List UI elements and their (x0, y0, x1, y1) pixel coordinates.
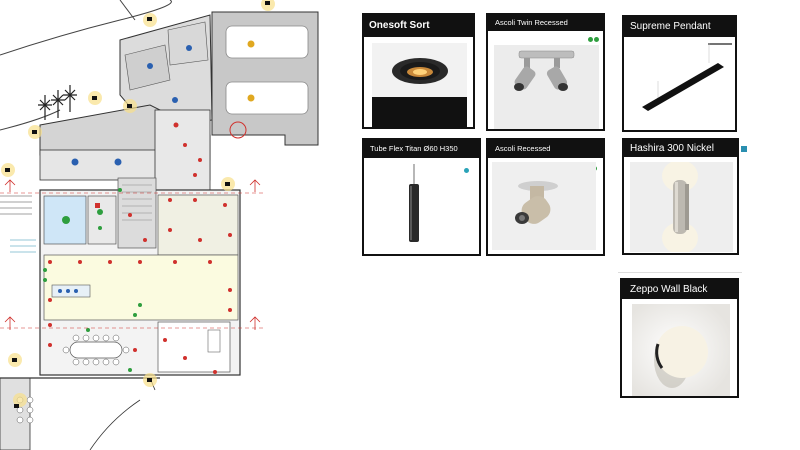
stair-steps (122, 184, 152, 221)
product-card-ascoli-recessed[interactable]: Ascoli Recessed (486, 138, 605, 256)
dining-chairs (62, 334, 130, 366)
fixture-square (95, 203, 100, 208)
fixture-dot (58, 289, 62, 293)
fixture-dot (186, 45, 192, 51)
product-card-zeppo-wall-black[interactable]: Zeppo Wall Black (620, 278, 739, 398)
marker-square (741, 146, 747, 152)
fixture-dots-green (43, 188, 142, 372)
product-image-disc-wall-light (632, 304, 730, 396)
product-card-ascoli-twin-recessed[interactable]: Ascoli Twin Recessed (486, 13, 605, 131)
fixture-dots-red (48, 143, 232, 374)
section-divider (618, 272, 742, 273)
product-image-twin-spot (494, 45, 599, 129)
product-image-tube-pendant (384, 164, 454, 254)
product-card-supreme-pendant[interactable]: Supreme Pendant (622, 15, 737, 132)
product-title: Onesoft Sort (364, 15, 473, 37)
annotation-circle (229, 121, 247, 139)
product-image-spot (492, 162, 596, 250)
fixture-dot (172, 97, 178, 103)
fixture-dot (62, 216, 70, 224)
section-marker (4, 179, 261, 330)
fixture-dot (71, 158, 79, 166)
fixture-dot (74, 289, 78, 293)
product-image-wall-cylinder (630, 162, 733, 252)
hall-room (154, 109, 211, 191)
fixture-dot (173, 122, 179, 128)
outdoor-lights (1, 0, 275, 408)
product-title: Hashira 300 Nickel (624, 140, 737, 157)
product-title: Zeppo Wall Black (622, 280, 737, 299)
product-title: Ascoli Recessed (488, 140, 603, 158)
fixture-dot (114, 158, 122, 166)
marker-dot (594, 37, 599, 42)
marker-dot (464, 168, 469, 173)
fixture-dot (247, 40, 255, 48)
product-card-tube-flex-titan[interactable]: Tube Flex Titan Ø60 H350 (362, 138, 481, 256)
product-title: Ascoli Twin Recessed (488, 15, 603, 31)
road-line (119, 0, 136, 21)
terrace-outline (30, 377, 156, 450)
room-closet (167, 21, 209, 66)
product-image-linear-pendant (630, 41, 733, 129)
tree-icon (38, 85, 77, 120)
car-slot (225, 25, 309, 59)
fixture-dot (97, 209, 103, 215)
marker-dot (588, 37, 593, 42)
dining-table (69, 341, 123, 359)
bottom-room (0, 377, 31, 450)
entry-steps (0, 195, 32, 215)
room-bathroom (87, 195, 117, 245)
fixture-dot (147, 63, 153, 69)
arrow-markers (10, 239, 36, 253)
floor-plan (0, 0, 319, 450)
product-title: Supreme Pendant (624, 17, 735, 37)
product-title: Tube Flex Titan Ø60 H350 (364, 140, 479, 158)
road-line (0, 109, 61, 131)
car-slot (225, 81, 309, 115)
product-card-hashira-300-nickel[interactable]: Hashira 300 Nickel (622, 138, 747, 255)
sofa (207, 329, 221, 353)
fixture-dot (247, 94, 255, 102)
road-line (0, 0, 172, 56)
kitchen-island (51, 284, 91, 298)
fixture-dot (66, 289, 70, 293)
product-card-onesoft-sort[interactable]: Onesoft Sort (362, 13, 475, 129)
product-image-downlight (372, 43, 467, 127)
